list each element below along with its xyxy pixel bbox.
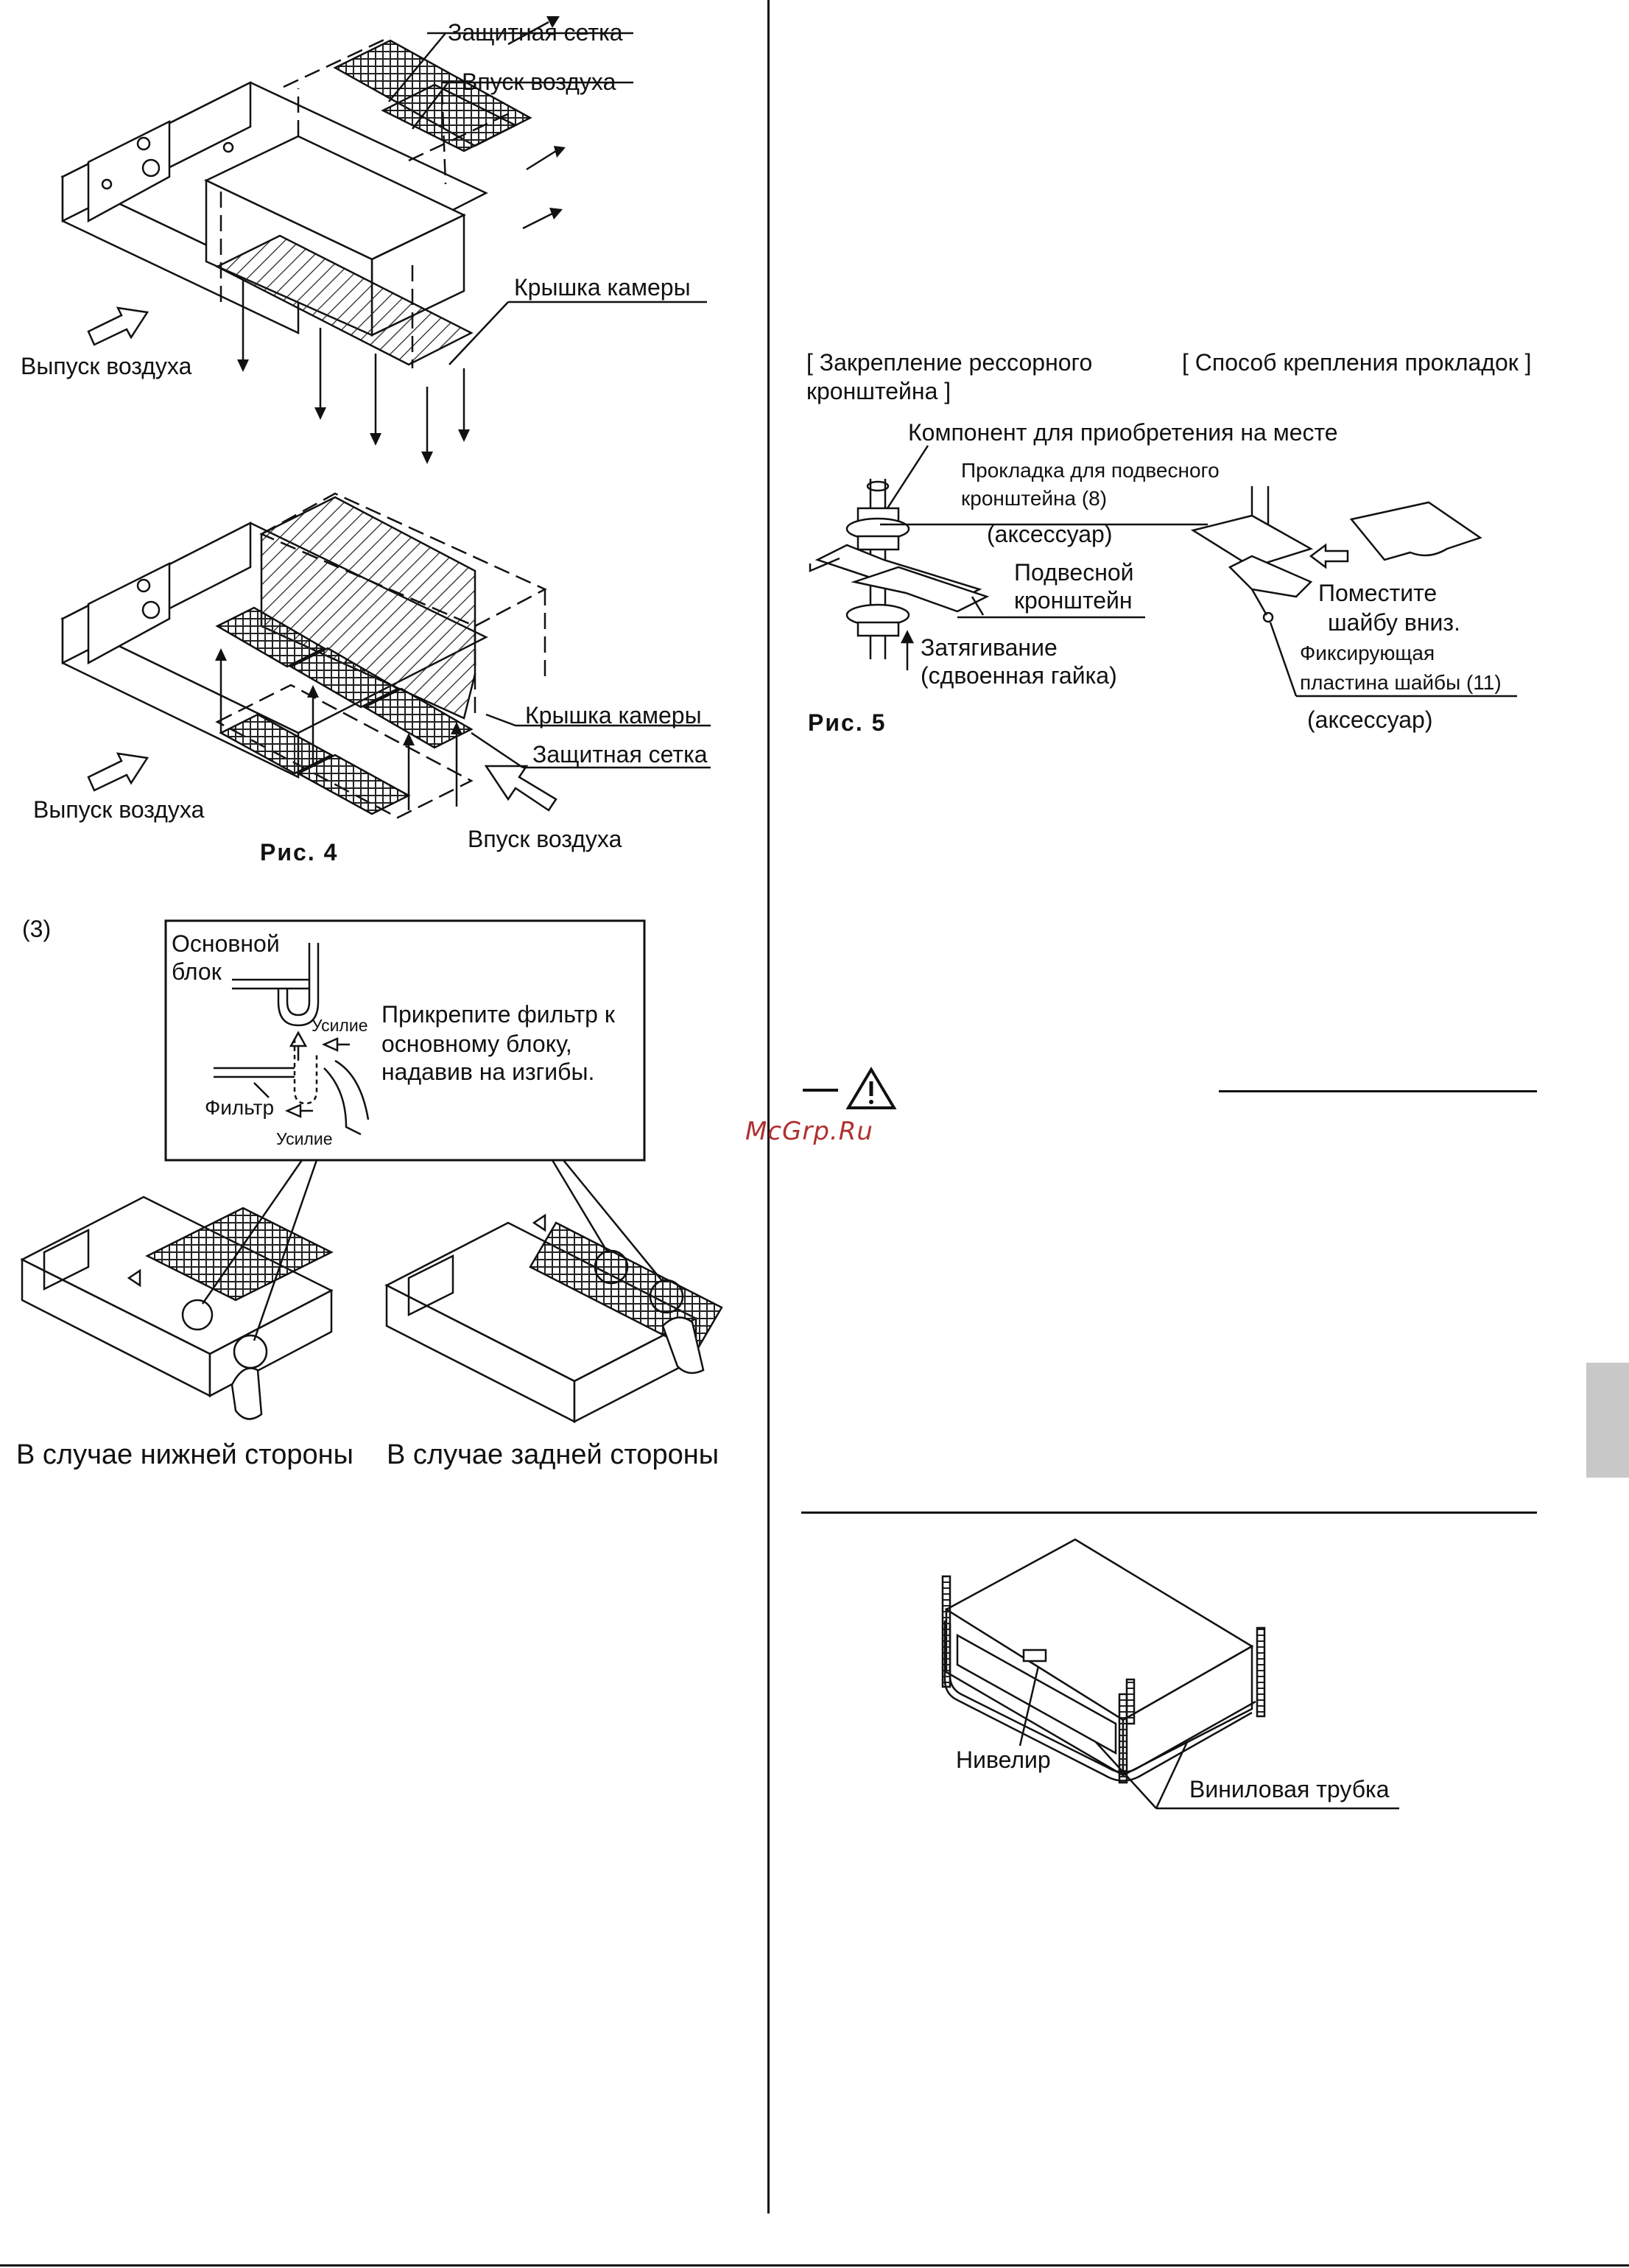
column-divider xyxy=(767,0,770,2213)
fig5-place-label-2: шайбу вниз. xyxy=(1328,609,1460,636)
fig4-top-drawing xyxy=(60,16,707,464)
fig5-spring-bracket-heading-2: кронштейна ] xyxy=(806,378,951,404)
step3-unit-drawings xyxy=(20,1159,723,1424)
footer-rule xyxy=(0,2264,1629,2267)
fig5-tighten-label-1: Затягивание xyxy=(921,634,1058,661)
step3-force-bottom-label: Усилие xyxy=(276,1129,333,1148)
fig5-gasket-label-2: кронштейна (8) xyxy=(961,487,1108,510)
fig4-bottom-drawing xyxy=(60,492,711,819)
fig4-top-chamber-cover-label: Крышка камеры xyxy=(514,274,691,301)
fig5-field-component-label: Компонент для приобретения на месте xyxy=(908,419,1338,446)
level-instrument-label: Нивелир xyxy=(956,1746,1051,1773)
step3-main-unit-label-1: Основной xyxy=(172,930,280,957)
step3-filter-label: Фильтр xyxy=(205,1096,275,1119)
warning-triangle-icon xyxy=(845,1067,897,1109)
fig4-bottom-air-inlet-label: Впуск воздуха xyxy=(468,826,622,852)
side-tab-marker xyxy=(1586,1363,1629,1478)
fig5-gasket-method-heading: [ Способ крепления прокладок ] xyxy=(1182,349,1532,376)
fig5-fixing-label-1: Фиксирующая xyxy=(1300,642,1435,664)
fig4-bottom-protective-grid-label: Защитная сетка xyxy=(532,741,708,768)
fig4-caption: Рис. 4 xyxy=(260,839,339,866)
fig5-hanger-label-1: Подвесной xyxy=(1014,559,1134,586)
step3-rear-side-caption: В случае задней стороны xyxy=(387,1439,719,1470)
fig5-tighten-label-2: (сдвоенная гайка) xyxy=(921,662,1117,689)
step3-bottom-side-caption: В случае нижней стороны xyxy=(16,1439,353,1470)
step3-instruction-1: Прикрепите фильтр к xyxy=(381,1001,615,1028)
step3-main-unit-label-2: блок xyxy=(172,958,222,985)
fig5-drawing xyxy=(809,445,1517,698)
fig4-bottom-air-outlet-label: Выпуск воздуха xyxy=(33,796,205,823)
fig4-top-air-outlet-label: Выпуск воздуха xyxy=(21,353,192,379)
step3-instruction-3: надавив на изгибы. xyxy=(381,1058,595,1085)
section-rule-warning xyxy=(1219,1090,1537,1092)
step3-instruction-2: основному блоку, xyxy=(381,1031,572,1057)
level-drawing xyxy=(941,1538,1399,1810)
step3-number: (3) xyxy=(22,916,52,942)
step3-force-top-label: Усилие xyxy=(312,1016,368,1035)
fig5-fixing-label-2: пластина шайбы (11) xyxy=(1300,671,1502,694)
vinyl-tube-label: Виниловая трубка xyxy=(1189,1776,1390,1802)
fig5-caption: Рис. 5 xyxy=(808,709,887,736)
fig4-top-protective-grid-label: Защитная сетка xyxy=(448,19,623,46)
fig5-place-label-1: Поместите xyxy=(1318,580,1438,606)
fig5-gasket-label-1: Прокладка для подвесного xyxy=(961,459,1220,482)
fig5-hanger-label-2: кронштейн xyxy=(1014,587,1133,614)
warning-dash xyxy=(803,1089,838,1092)
watermark-logo: McGrp.Ru xyxy=(745,1117,873,1146)
section-rule-level xyxy=(801,1512,1537,1514)
fig4-top-air-inlet-label: Впуск воздуха xyxy=(462,69,616,95)
fig5-accessory-label-2: (аксессуар) xyxy=(1307,706,1433,733)
fig5-spring-bracket-heading-1: [ Закрепление рессорного xyxy=(806,349,1093,376)
step3-detail-box xyxy=(164,919,646,1162)
fig4-bottom-chamber-cover-label: Крышка камеры xyxy=(525,702,702,729)
warning-section xyxy=(803,1067,906,1111)
